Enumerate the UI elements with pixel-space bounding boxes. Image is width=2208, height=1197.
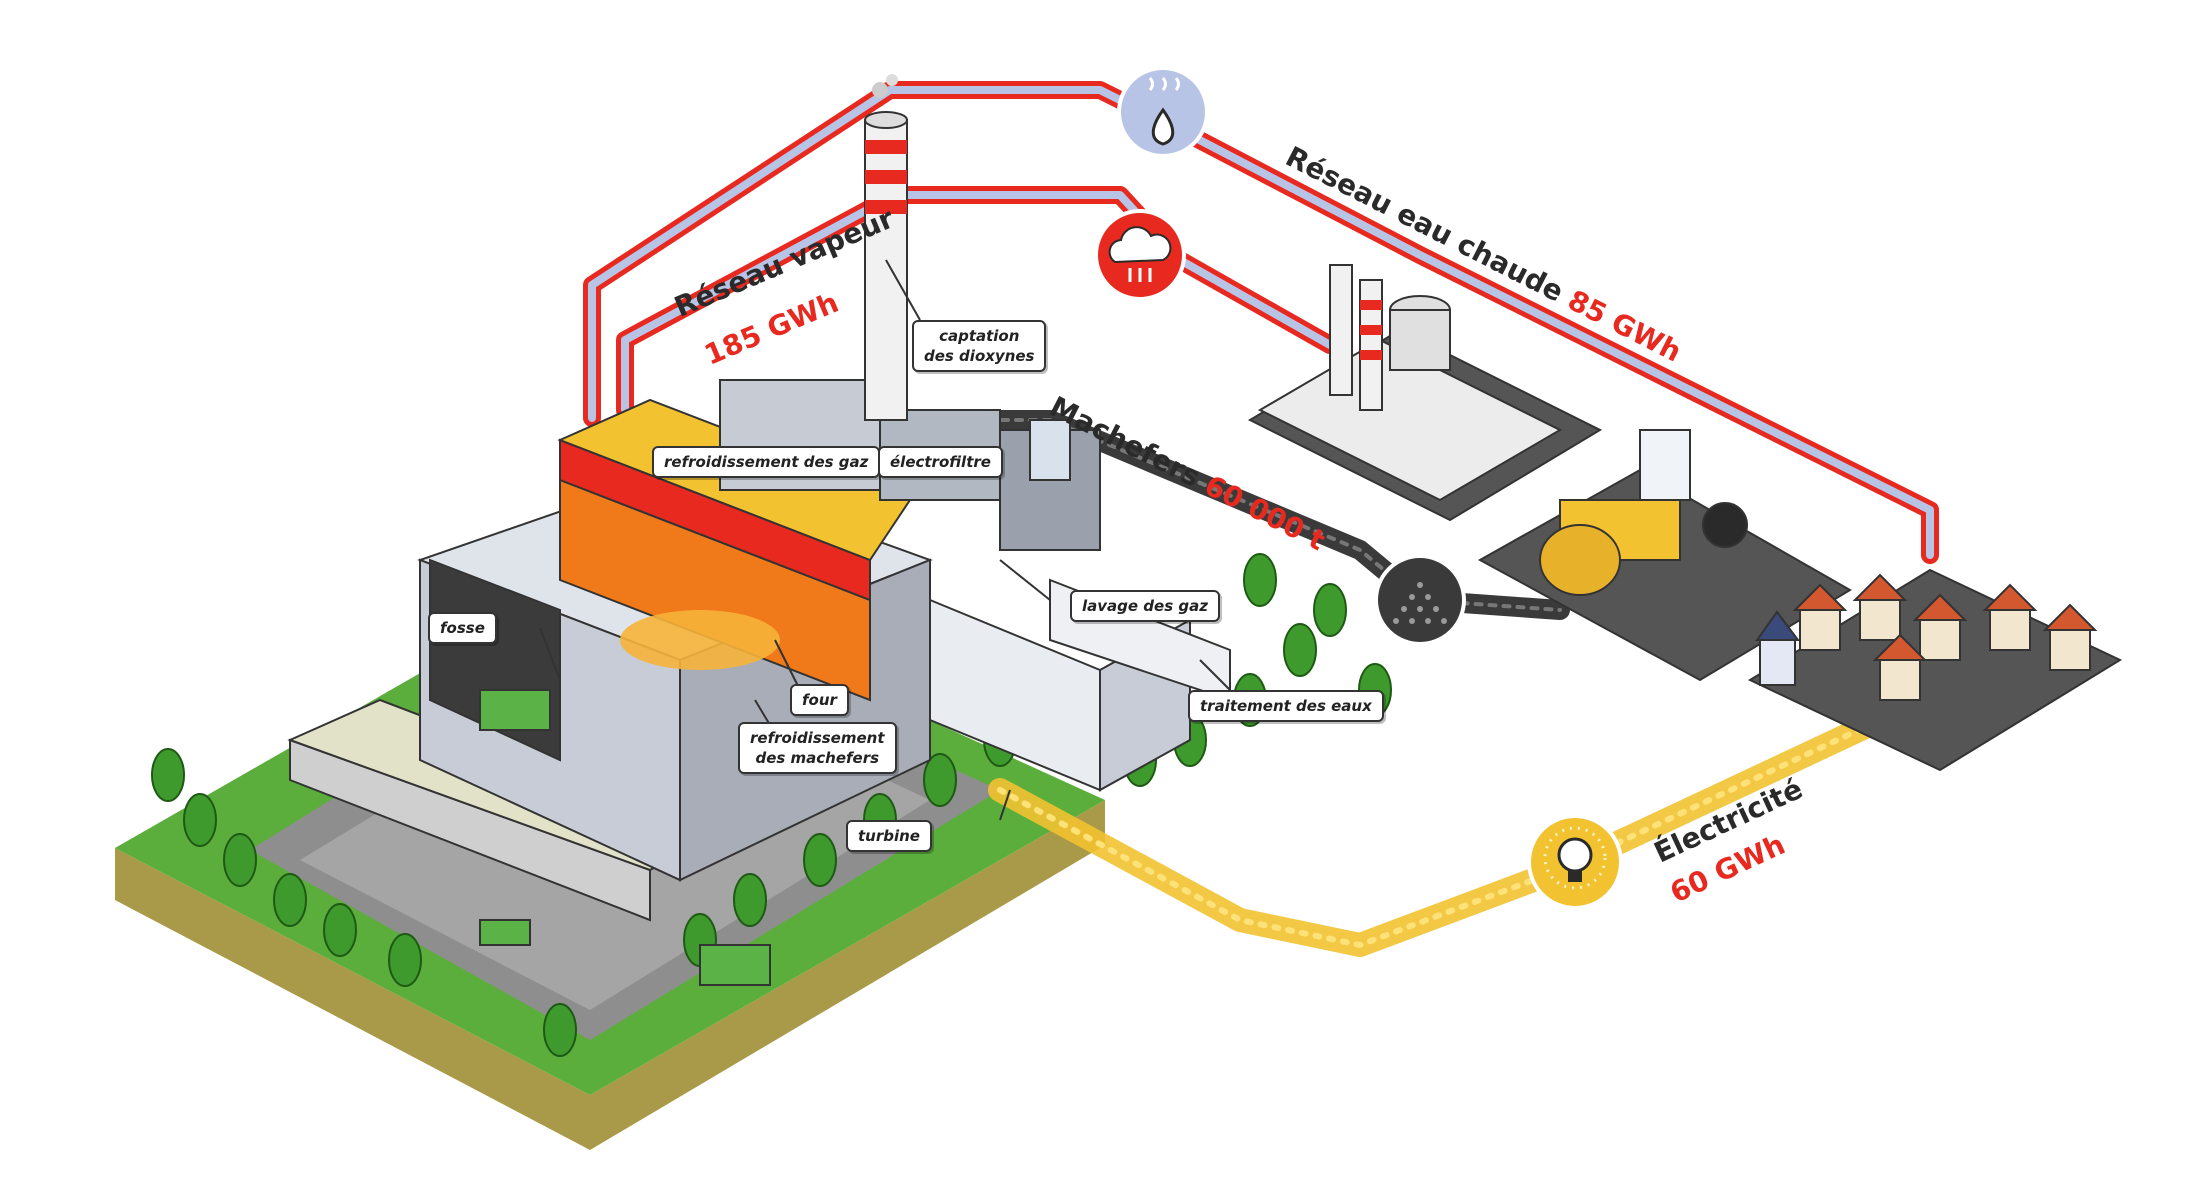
callout-captation: captation des dioxynes [912, 320, 1047, 372]
steam-cloud-icon [1094, 209, 1186, 301]
trees [151, 553, 1392, 1057]
callout-machefers-line1: refroidissement [750, 729, 885, 747]
callout-turbine: turbine [846, 820, 932, 852]
callout-lavage: lavage des gaz [1070, 590, 1220, 622]
callout-four: four [790, 684, 849, 716]
steam-pipe [616, 186, 1339, 419]
steam-client-plant [1247, 264, 1603, 522]
houses-area [1747, 568, 2123, 772]
water-drop-steam-icon [1117, 66, 1209, 158]
callout-captation-line1: captation [939, 327, 1020, 345]
light-bulb-icon [1527, 814, 1623, 910]
road-roller-area [1477, 429, 1852, 682]
callout-connectors [539, 259, 1231, 821]
callout-captation-line2: des dioxynes [924, 347, 1035, 365]
callout-refroidissement-gaz: refroidissement des gaz [652, 446, 881, 478]
electric-line [988, 708, 1892, 957]
main-building [287, 379, 1231, 986]
particles-icon [1374, 554, 1466, 646]
callout-fosse: fosse [428, 612, 497, 644]
callout-traitement: traitement des eaux [1188, 690, 1384, 722]
ash-belt [950, 410, 1570, 620]
callout-refroidissement-machefers: refroidissement des machefers [738, 722, 897, 774]
callout-machefers-line2: des machefers [755, 749, 880, 767]
callout-electrofiltre: électrofiltre [878, 446, 1003, 478]
chimney [864, 74, 908, 421]
